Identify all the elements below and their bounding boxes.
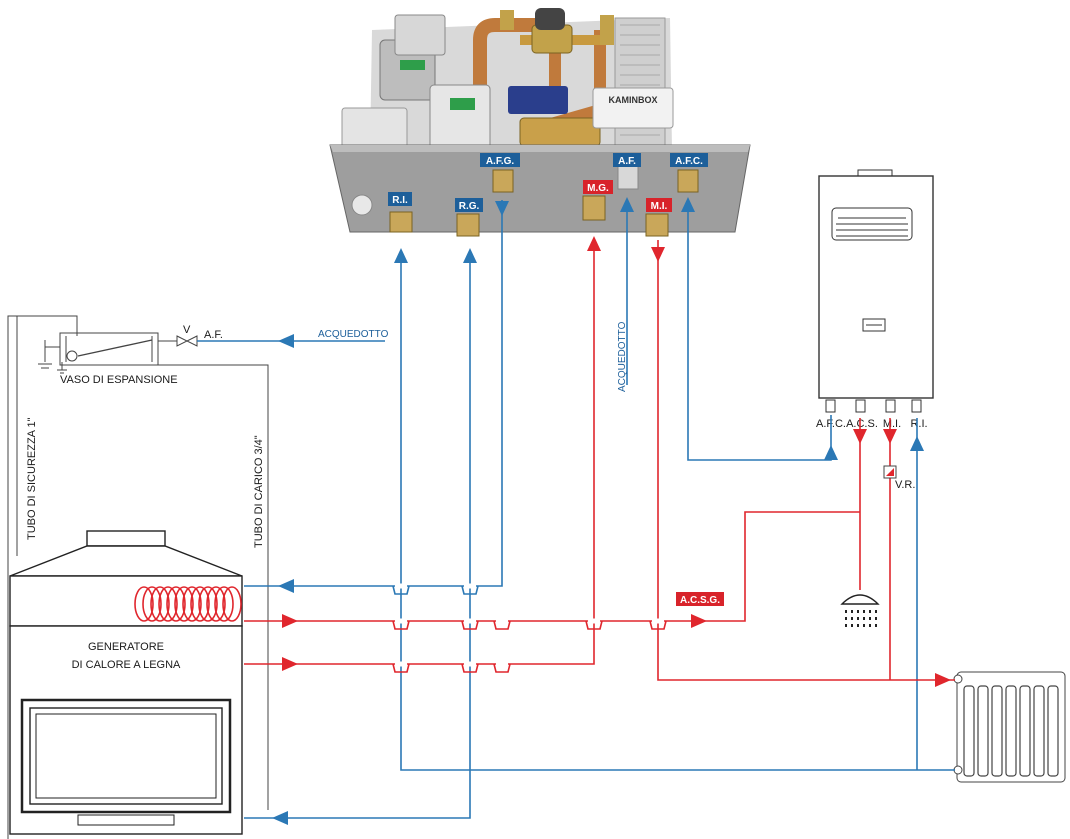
pipe-crossings	[392, 583, 667, 673]
svg-text:A.F.: A.F.	[618, 156, 636, 167]
label-acquedotto-vertical: ACQUEDOTTO	[617, 321, 628, 392]
module-brand: KAMINBOX	[609, 95, 658, 105]
boiler-port-mi: M.I.	[883, 418, 901, 430]
wood-heat-generator: GENERATORE DI CALORE A LEGNA	[9, 530, 243, 835]
wall-boiler: A.F.C. A.C.S. M.I. R.I.	[816, 169, 934, 430]
pipe-afg	[244, 200, 509, 593]
kaminbox-module: KAMINBOX R.I. R.G. A.F.G. M.G.	[329, 8, 751, 237]
aqueduct-line: ACQUEDOTTO	[197, 329, 389, 348]
heating-coil	[134, 586, 242, 622]
label-valve-af: A.F.	[204, 329, 223, 341]
tag-af-module: A.F.	[613, 153, 641, 167]
label-acquedotto-top: ACQUEDOTTO	[318, 329, 389, 340]
pipe-rg	[244, 248, 477, 825]
tag-rg-module: R.G.	[455, 198, 483, 212]
expansion-circuit: VASO DI ESPANSIONE V A.F. TUBO DI SICURE…	[7, 315, 269, 839]
svg-text:M.G.: M.G.	[587, 183, 609, 194]
tag-afg-module: A.F.G.	[480, 153, 520, 167]
tag-afc-module: A.F.C.	[670, 153, 708, 167]
pipe-afc	[681, 197, 838, 461]
tag-ri-module: R.I.	[388, 192, 412, 206]
pipe-acs	[853, 418, 867, 590]
svg-text:R.I.: R.I.	[392, 195, 408, 206]
pipe-ri	[394, 248, 955, 771]
label-tubo-carico: TUBO DI CARICO 3/4"	[253, 435, 265, 548]
pipe-mi	[651, 240, 955, 687]
boiler-port-ri: R.I.	[910, 418, 927, 430]
label-acsg: A.C.S.G.	[680, 595, 720, 606]
label-vaso-espansione: VASO DI ESPANSIONE	[60, 374, 178, 386]
tag-mg-module: M.G.	[583, 180, 613, 194]
pipe-mg	[244, 236, 601, 671]
pipe-hot-coil: A.C.S.G.	[244, 511, 860, 628]
svg-text:R.G.: R.G.	[459, 201, 480, 212]
svg-text:A.F.C.: A.F.C.	[675, 156, 703, 167]
tag-mi-module: M.I.	[646, 198, 672, 212]
generator-label-line2: DI CALORE A LEGNA	[72, 659, 181, 671]
svg-text:A.F.G.: A.F.G.	[486, 156, 515, 167]
svg-text:M.I.: M.I.	[651, 201, 668, 212]
check-valve-vr: V.R.	[883, 465, 915, 491]
radiator-icon	[953, 671, 1066, 783]
pipe-af: ACQUEDOTTO	[617, 197, 634, 392]
label-tubo-sicurezza: TUBO DI SICUREZZA 1"	[26, 417, 38, 540]
generator-label-line1: GENERATORE	[88, 641, 164, 653]
shower-icon	[840, 594, 880, 627]
label-valve-v: V	[183, 324, 191, 336]
boiler-port-acs: A.C.S.	[846, 418, 878, 430]
label-vr: V.R.	[895, 479, 915, 491]
